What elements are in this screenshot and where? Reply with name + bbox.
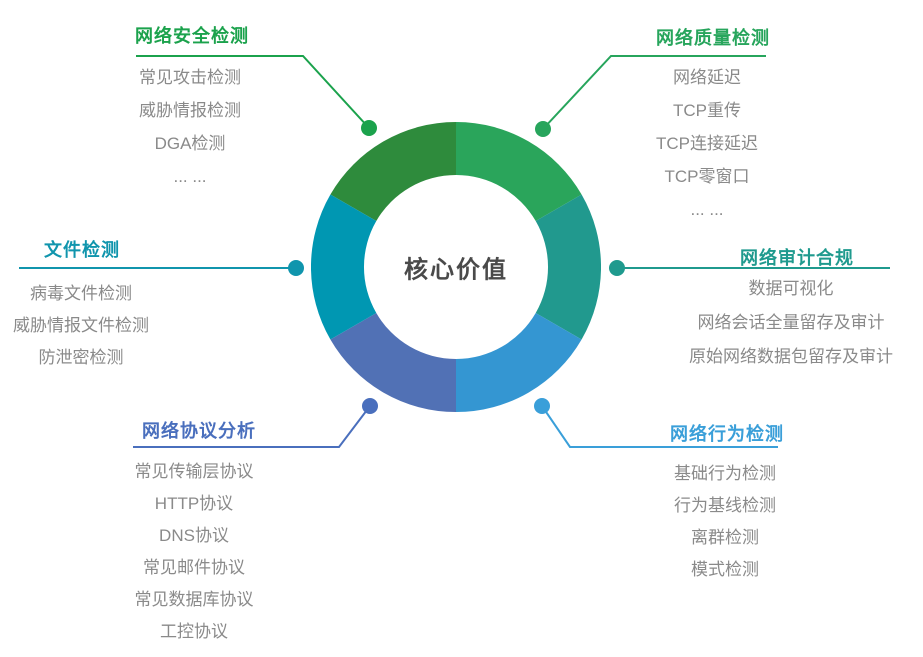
- connector-dot-network-security: [361, 120, 377, 136]
- section-items-network-audit: 数据可视化网络会话全量留存及审计原始网络数据包留存及审计: [689, 272, 893, 374]
- connector-network-quality: [535, 55, 766, 137]
- list-item: 防泄密检测: [38, 348, 124, 367]
- connector-dot-network-audit: [609, 260, 625, 276]
- list-item: HTTP协议: [154, 494, 234, 513]
- section-items-behavior-detection: 基础行为检测行为基线检测离群检测模式检测: [674, 458, 776, 586]
- list-item: 行为基线检测: [674, 496, 776, 515]
- list-item: 工控协议: [160, 622, 228, 641]
- section-title-network-security: 网络安全检测: [135, 26, 249, 46]
- connector-network-audit: [609, 260, 890, 276]
- list-item: 基础行为检测: [674, 464, 776, 483]
- list-item: ... ...: [690, 200, 724, 219]
- section-title-protocol-analysis: 网络协议分析: [142, 421, 256, 441]
- connector-behavior-detection: [534, 398, 778, 448]
- section-title-network-quality: 网络质量检测: [656, 28, 770, 48]
- list-item: 离群检测: [691, 528, 759, 547]
- list-item: 威胁情报文件检测: [13, 316, 149, 335]
- list-item: 常见传输层协议: [134, 462, 254, 481]
- list-item: TCP连接延迟: [656, 134, 758, 153]
- section-items-protocol-analysis: 常见传输层协议 HTTP协议 DNS协议常见邮件协议常见数据库协议工控协议: [135, 456, 254, 648]
- donut-segment-top-right: [456, 122, 582, 221]
- donut-segment-bottom-left: [330, 313, 456, 412]
- connector-line-network-security: [136, 55, 370, 129]
- donut-segment-top-left: [330, 122, 456, 221]
- donut-segment-right: [535, 194, 601, 340]
- section-title-network-audit: 网络审计合规: [740, 248, 854, 268]
- connector-dot-behavior-detection: [534, 398, 550, 414]
- list-item: 常见数据库协议: [134, 590, 254, 609]
- connector-file-detection: [19, 260, 304, 276]
- connector-line-behavior-detection: [541, 405, 778, 448]
- list-item: ... ...: [173, 167, 207, 186]
- section-items-network-quality: 网络延迟 TCP重传 TCP连接延迟 TCP零窗口 ... ...: [656, 61, 758, 226]
- list-item: TCP重传: [673, 101, 741, 120]
- list-item: TCP零窗口: [664, 167, 750, 186]
- core-value-donut: [311, 122, 601, 412]
- list-item: 常见攻击检测: [139, 68, 241, 87]
- connector-protocol-analysis: [133, 398, 378, 448]
- connector-dot-protocol-analysis: [362, 398, 378, 414]
- list-item: 病毒文件检测: [30, 284, 132, 303]
- list-item: 原始网络数据包留存及审计: [689, 347, 893, 366]
- donut-segment-bottom-right: [456, 313, 582, 412]
- list-item: 模式检测: [691, 560, 759, 579]
- list-item: 常见邮件协议: [143, 558, 245, 577]
- section-items-network-security: 常见攻击检测威胁情报检测 DGA检测 ... ...: [139, 61, 241, 193]
- list-item: 威胁情报检测: [139, 101, 241, 120]
- connector-line-network-quality: [542, 55, 766, 130]
- connector-line-protocol-analysis: [133, 405, 371, 448]
- connector-dot-file-detection: [288, 260, 304, 276]
- list-item: DNS协议: [159, 526, 229, 545]
- section-title-behavior-detection: 网络行为检测: [670, 424, 784, 444]
- list-item: DGA检测: [154, 134, 226, 153]
- donut-segment-left: [311, 194, 377, 340]
- section-items-file-detection: 病毒文件检测威胁情报文件检测防泄密检测: [13, 278, 149, 374]
- connector-dot-network-quality: [535, 121, 551, 137]
- section-title-file-detection: 文件检测: [44, 240, 120, 260]
- connector-network-security: [136, 55, 377, 136]
- core-value-label: 核心价值: [404, 256, 508, 284]
- list-item: 数据可视化: [748, 279, 834, 298]
- list-item: 网络会话全量留存及审计: [697, 313, 885, 332]
- list-item: 网络延迟: [673, 68, 741, 87]
